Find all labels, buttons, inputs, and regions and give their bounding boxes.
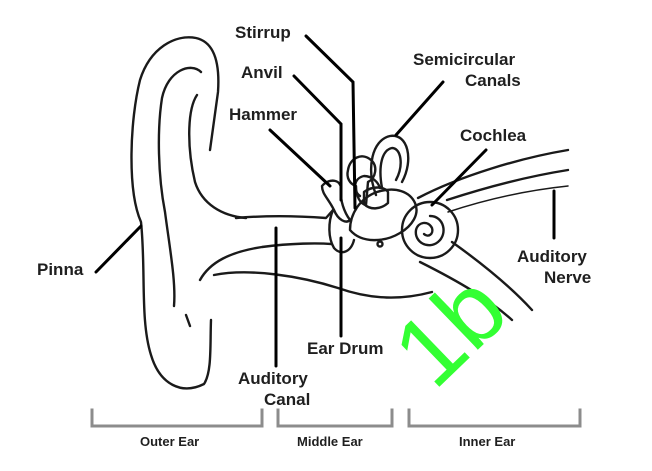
pinna-notch [184,313,192,328]
anvil-bone [346,155,377,207]
skull-lower-line [212,271,434,299]
bracket-inner-ear [407,408,582,428]
section-middle-ear: Middle Ear [297,434,363,449]
nerve-strand-4 [450,240,534,312]
label-hammer: Hammer [229,105,297,124]
label-ear-drum: Ear Drum [307,339,384,358]
leader-stirrup [304,34,357,210]
label-stirrup: Stirrup [235,23,291,42]
label-cochlea: Cochlea [460,126,527,145]
pinna-outline [130,36,220,390]
eardrum-shape [328,208,356,254]
canal-lower-wall [198,242,334,282]
leader-lines [94,34,556,368]
semicircular-canal-inner [379,146,402,190]
cochlea-outer [400,200,460,260]
section-brackets: Outer Ear Middle Ear Inner Ear [90,408,582,449]
leader-pinna [94,224,143,274]
label-auditory-canal-line2: Canal [264,390,310,409]
semicircular-canal-loop [369,134,410,197]
leader-hammer [268,128,332,188]
stamp-1b: 1b [372,252,527,407]
nerve-strand-5 [418,260,514,322]
pinna-concha [188,93,248,220]
leader-cochlea [430,148,488,207]
nerve-strand-3 [447,185,569,213]
leader-semicircular [394,80,445,137]
pinna-inner-fold [157,66,203,308]
section-inner-ear: Inner Ear [459,434,515,449]
round-window [376,240,384,248]
label-anvil: Anvil [241,63,283,82]
label-semicircular-canals-line1: Semicircular [413,50,515,69]
vestibule-outline [348,188,418,242]
label-auditory-nerve-line2: Nerve [544,268,591,287]
nerve-strand-2 [445,168,570,202]
part-labels: Stirrup Anvil Hammer Semicircular Canals… [37,23,591,409]
leader-anvil [292,74,343,202]
ear-drawing [130,36,570,390]
label-auditory-canal-line1: Auditory [238,369,308,388]
nerve-strand-1 [416,148,570,200]
label-auditory-nerve-line1: Auditory [517,247,587,266]
bracket-outer-ear [90,408,264,428]
hammer-bone [320,179,352,223]
label-semicircular-canals-line2: Canals [465,71,521,90]
cochlea-spiral [414,214,445,247]
canal-upper-wall [234,208,335,220]
bracket-middle-ear [276,408,394,428]
label-pinna: Pinna [37,260,84,279]
section-outer-ear: Outer Ear [140,434,199,449]
